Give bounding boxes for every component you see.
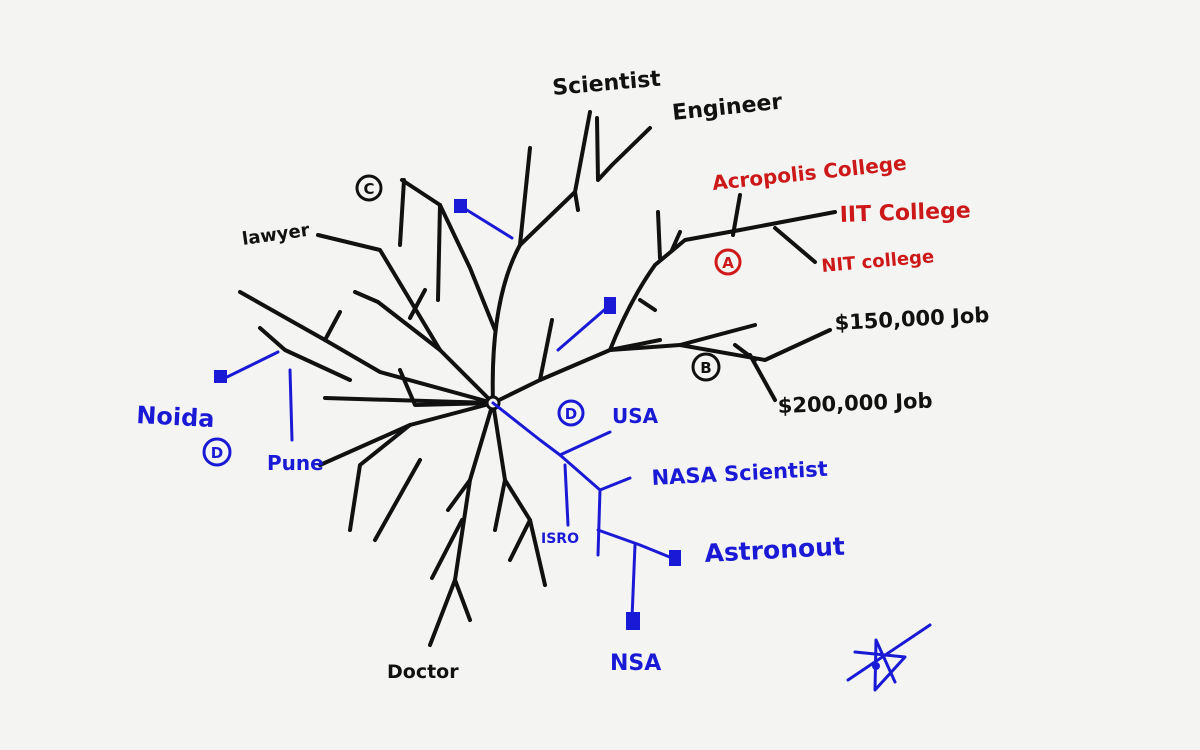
branch-pune: [288, 368, 294, 442]
branch-left-sub: [258, 326, 352, 382]
branch-lawyer: [316, 233, 495, 405]
node-noida: [214, 370, 227, 383]
branch-lawyer-twig2: [353, 290, 442, 352]
node-astronaut: [669, 550, 681, 566]
label-acropolis: Acropolis College: [711, 151, 908, 195]
label-nasa: NASA Scientist: [651, 457, 828, 490]
branch-noida: [223, 350, 280, 380]
node-mid: [604, 297, 616, 314]
branch-blue-mid: [556, 303, 612, 352]
label-job200: $200,000 Job: [777, 389, 933, 418]
marker-d-left: D: [202, 437, 232, 467]
branch-left-sub2: [323, 310, 342, 342]
branch-up-left-twig: [436, 203, 442, 302]
branch-right-trunk: [491, 338, 662, 405]
label-engineer: Engineer: [671, 90, 783, 126]
branch-left-upper: [238, 290, 495, 405]
branch-doctor2: [453, 578, 472, 622]
branch-doctor3: [430, 518, 464, 580]
marker-b-text: B: [700, 359, 711, 377]
branch-right-twig3: [670, 230, 682, 252]
node-top: [454, 199, 467, 213]
black-branches: [238, 110, 832, 647]
branch-engineer-twig: [573, 190, 580, 212]
branch-lawyer-twig3: [408, 288, 427, 320]
label-noida: Noida: [136, 401, 216, 433]
marker-d-center: D: [557, 399, 585, 427]
node-nsa: [626, 612, 640, 630]
blue-branches: [223, 205, 674, 620]
branch-lawyer-twig1: [398, 178, 406, 247]
marker-d-left-text: D: [211, 444, 223, 462]
branch-jobs-150: [678, 328, 832, 362]
college-branches: [731, 193, 837, 264]
branch-doctor4: [446, 478, 472, 512]
branch-astronaut2: [596, 528, 674, 560]
label-lawyer: lawyer: [241, 220, 311, 250]
marker-c-text: C: [363, 180, 374, 198]
branch-nasa: [558, 453, 632, 492]
branch-doctor: [428, 401, 495, 647]
label-usa: USA: [612, 404, 659, 428]
label-isro: ISRO: [541, 531, 579, 547]
marker-a: A: [714, 248, 742, 276]
marker-d-center-text: D: [565, 405, 577, 423]
branch-astronaut: [596, 488, 602, 557]
branch-doctor7: [508, 518, 532, 562]
label-nsa: NSA: [610, 651, 661, 676]
branch-up-left: [400, 178, 497, 332]
branch-blue-top: [460, 205, 514, 240]
label-job150: $150,000 Job: [834, 303, 990, 335]
branch-engineer: [595, 116, 652, 182]
branch-left-low: [318, 401, 495, 467]
signature-mark: [846, 623, 932, 692]
branch-trunk-up: [490, 110, 592, 405]
branch-doctor6: [493, 478, 507, 532]
branch-isro: [563, 463, 570, 527]
label-doctor: Doctor: [387, 661, 459, 683]
branch-left-mid2: [323, 396, 495, 405]
branch-iit: [738, 210, 837, 232]
branch-left-low2: [348, 423, 412, 532]
branch-left-low3: [373, 458, 422, 542]
marker-a-text: A: [722, 254, 734, 272]
label-scientist: Scientist: [551, 67, 662, 101]
label-nit: NIT college: [821, 246, 935, 277]
branch-doctor5: [491, 401, 547, 587]
branch-up-mid: [518, 146, 532, 247]
branch-right-twig2: [656, 210, 662, 260]
blue-nodes: [214, 199, 681, 630]
branch-jobs-twig: [733, 343, 757, 362]
branch-nit: [773, 226, 817, 264]
branch-usa-path: [491, 401, 612, 457]
marker-b: B: [691, 352, 721, 382]
branch-right-up: [608, 228, 742, 352]
label-iit: IIT College: [839, 198, 971, 228]
branch-mid-up: [538, 318, 554, 382]
branch-right-up-twig: [638, 298, 657, 312]
branch-jobs-200: [748, 353, 777, 402]
label-pune: Pune: [267, 451, 324, 475]
label-astronaut: Astronout: [704, 532, 846, 568]
marker-c: C: [355, 174, 383, 202]
branch-nsa: [630, 543, 637, 620]
branch-acropolis: [731, 193, 742, 237]
